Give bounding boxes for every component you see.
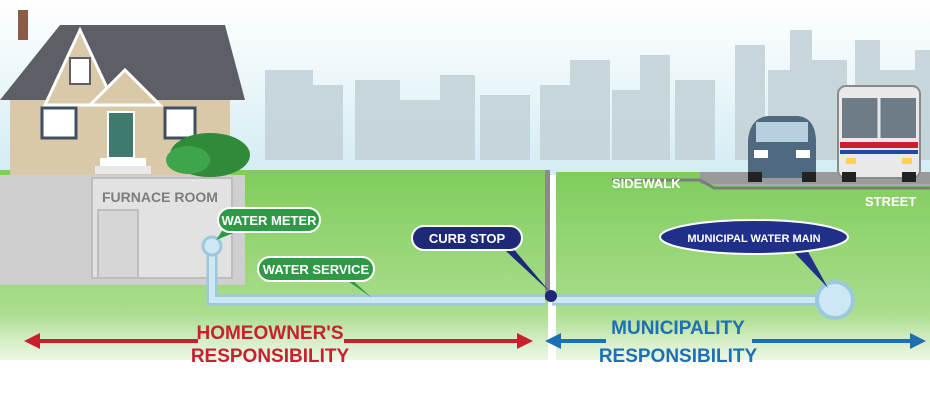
water-main-callout: MUNICIPAL WATER MAIN xyxy=(659,219,849,288)
bus xyxy=(837,85,921,182)
water-meter-fitting xyxy=(201,235,223,257)
municipality-label-line1: MUNICIPALITY xyxy=(611,318,745,339)
homeowner-responsibility-arrow: HOMEOWNER'S RESPONSIBILITY xyxy=(24,323,533,367)
water-meter-callout: WATER METER xyxy=(216,207,321,240)
water-service-callout: WATER SERVICE xyxy=(257,256,375,298)
curb-stop-label: CURB STOP xyxy=(429,231,506,246)
car xyxy=(748,116,816,182)
homeowner-label-line1: HOMEOWNER'S xyxy=(196,323,343,344)
curb-stop-riser xyxy=(545,170,550,300)
furnace-room-door xyxy=(97,209,139,279)
sidewalk-label: SIDEWALK xyxy=(612,176,681,191)
water-meter-label: WATER METER xyxy=(221,213,317,228)
municipality-responsibility-arrow: MUNICIPALITY RESPONSIBILITY xyxy=(545,318,926,367)
curb-stop-valve xyxy=(545,290,557,302)
water-main-pipe xyxy=(815,280,855,320)
municipality-label-line2: RESPONSIBILITY xyxy=(599,346,758,367)
curb-line xyxy=(612,178,930,190)
house xyxy=(0,10,250,177)
furnace-room-label: FURNACE ROOM xyxy=(102,189,218,205)
street-label: STREET xyxy=(865,194,916,209)
curb-stop-callout: CURB STOP xyxy=(411,225,550,292)
homeowner-label-line2: RESPONSIBILITY xyxy=(191,346,350,367)
water-service-label: WATER SERVICE xyxy=(263,262,370,277)
water-main-label: MUNICIPAL WATER MAIN xyxy=(687,233,820,245)
